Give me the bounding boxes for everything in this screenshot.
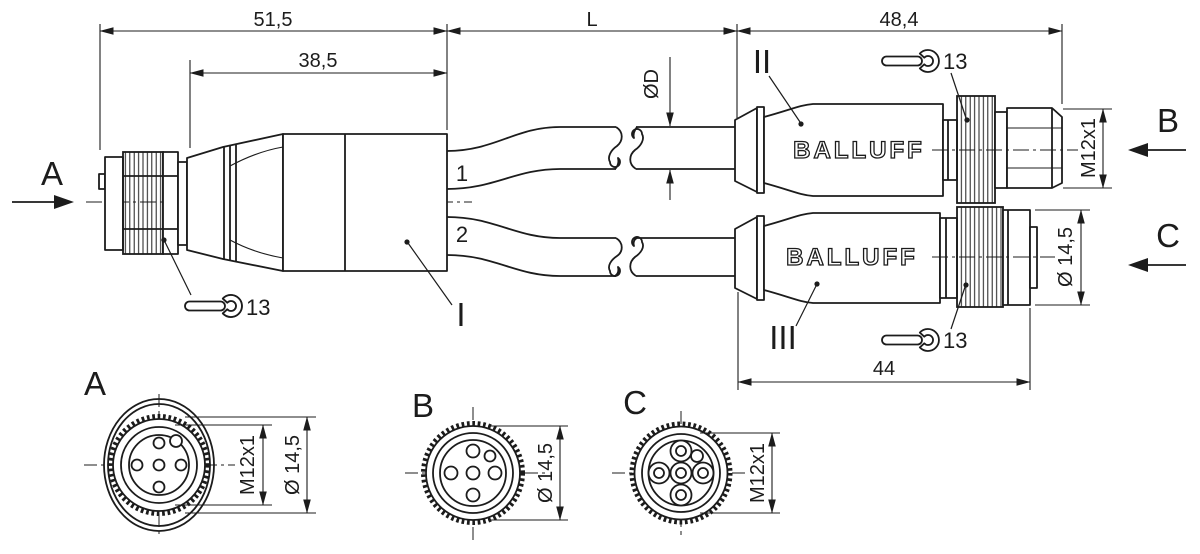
face-view-b: B Ø 14,5 — [405, 387, 568, 541]
face-view-a: A M12x1 Ø 14,5 — [84, 365, 316, 537]
wrench-icon — [918, 328, 940, 352]
wrench-icon — [221, 294, 243, 318]
dim-splitter-total-label: 51,5 — [254, 9, 293, 31]
wrench-size-left: 13 — [246, 295, 270, 320]
dim-thread-label: M12x1 — [1078, 118, 1100, 178]
view-arrow-c-label: C — [1156, 217, 1180, 254]
pin-hole — [465, 443, 481, 459]
wrench-icon — [881, 55, 923, 67]
face-view-b-diameter-label: Ø 14,5 — [535, 443, 557, 503]
dim-cable-diameter-label: ØD — [641, 69, 663, 99]
thread-dimension-b: M12x1 — [1063, 108, 1112, 189]
dim-splitter-body-label: 38,5 — [299, 50, 338, 72]
wrench-icon — [184, 300, 226, 312]
view-direction-arrow-c: C — [1128, 217, 1186, 272]
pin-hole — [174, 458, 188, 472]
arrow-right-icon — [54, 195, 74, 209]
wire-2-label: 2 — [456, 222, 468, 247]
coupling-length-dimension: 44 — [737, 292, 1031, 390]
splitter-connector: I — [86, 133, 472, 333]
wrench-icon — [881, 334, 923, 346]
wrench-size-lower: 13 — [943, 328, 967, 353]
wrench-size-upper: 13 — [943, 49, 967, 74]
dim-cable-length-label: L — [586, 9, 597, 31]
keyway-notch — [169, 434, 183, 448]
cable-break-icon — [608, 126, 623, 170]
pin-hole — [465, 465, 481, 481]
keyway-notch — [483, 449, 497, 463]
view-direction-arrow-a: A — [12, 155, 74, 209]
cable-1: 1 — [446, 126, 736, 190]
face-view-a-label: A — [84, 365, 106, 402]
balluff-logo-upper: BALLUFF — [793, 137, 925, 164]
top-dimension-chain: 51,5 L 48,4 38,5 — [99, 9, 1063, 150]
pin-hole — [130, 458, 144, 472]
cable-diameter-dimension: ØD — [641, 57, 674, 200]
part-iii-label: III — [769, 319, 797, 356]
arrow-left-icon — [1128, 258, 1148, 272]
pin-hole — [152, 480, 166, 494]
wrench-callout-lower: 13 — [881, 282, 969, 353]
keyway-notch — [690, 449, 704, 463]
pin-hole — [465, 487, 481, 503]
dim-coupling-length-label: 44 — [873, 358, 895, 380]
wrench-icon — [918, 49, 940, 73]
balluff-logo-lower: BALLUFF — [786, 244, 918, 271]
connector-ii: BALLUFF II — [734, 43, 1078, 204]
part-i-label: I — [456, 296, 465, 333]
socket-holes — [647, 439, 715, 507]
pin-hole — [487, 465, 503, 481]
arrow-left-icon — [1128, 143, 1148, 157]
cable-break-icon — [608, 237, 623, 277]
cable-break-icon — [629, 236, 644, 277]
pin-hole — [443, 465, 459, 481]
dim-nut-diameter-label: Ø 14,5 — [1055, 227, 1077, 287]
face-view-b-label: B — [412, 387, 434, 424]
wire-1-label: 1 — [456, 161, 468, 186]
connector-iii: BALLUFF III — [734, 206, 1055, 356]
view-arrow-a-label: A — [41, 155, 63, 192]
face-view-a-diameter-label: Ø 14,5 — [282, 435, 304, 495]
part-ii-label: II — [753, 43, 771, 80]
cable-break-icon — [629, 126, 644, 170]
face-view-c: C M12x1 — [612, 384, 780, 535]
face-view-a-thread-label: M12x1 — [237, 435, 259, 495]
face-view-c-label: C — [623, 384, 647, 421]
cable-2: 2 — [446, 216, 736, 277]
view-direction-arrow-b: B — [1128, 102, 1186, 157]
dim-connector-length-label: 48,4 — [880, 9, 919, 31]
nut-diameter-dimension-c: Ø 14,5 — [1035, 209, 1090, 306]
wrench-callout-left: 13 — [184, 294, 270, 320]
face-view-c-thread-label: M12x1 — [747, 443, 769, 503]
wrench-callout-upper: 13 — [881, 49, 970, 123]
pin-hole — [152, 436, 166, 450]
view-arrow-b-label: B — [1157, 102, 1179, 139]
pin-hole — [152, 458, 166, 472]
